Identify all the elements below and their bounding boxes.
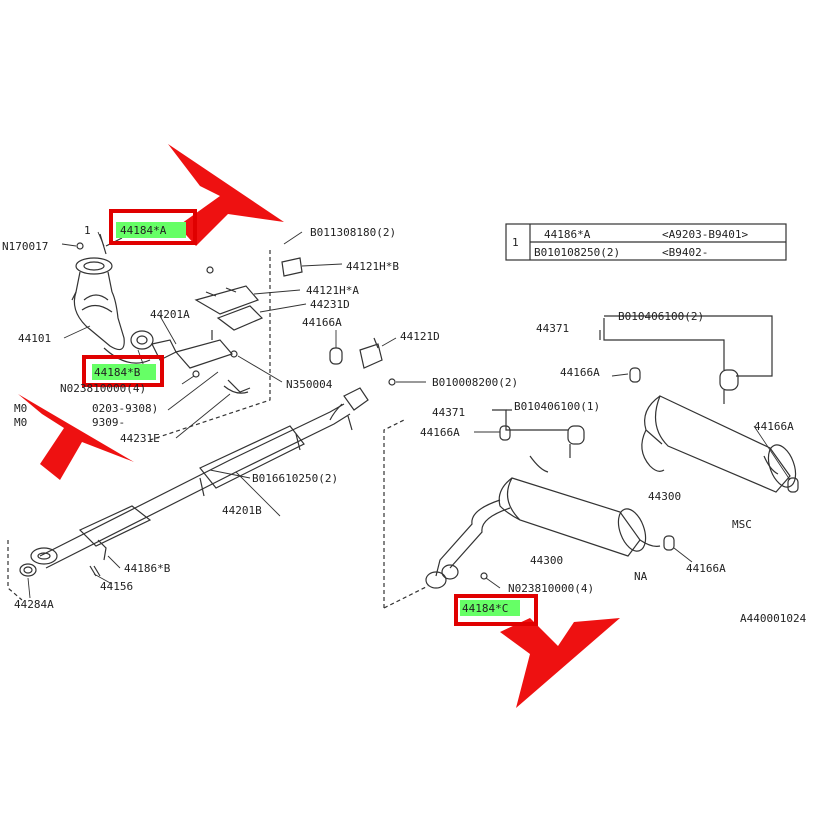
- label-44201b: 44201B: [222, 504, 262, 517]
- table-row1-part: 44186*A: [544, 228, 591, 241]
- figure-id: A440001024: [740, 612, 807, 625]
- red-box-44184c: [454, 594, 538, 626]
- label-44166a-2: 44166A: [560, 366, 600, 379]
- label-m-line2: M0: [14, 416, 27, 429]
- highlight-44184a: [116, 222, 186, 238]
- label-44166a-4: 44166A: [754, 420, 794, 433]
- label-b011308180: B011308180(2): [310, 226, 396, 239]
- label-b010008200: B010008200(2): [432, 376, 518, 389]
- label-44184a: 44184*A: [120, 224, 167, 237]
- label-44166a-3: 44166A: [420, 426, 460, 439]
- part-labels: 44184*A 44184*B 44184*C N170017 44101 44…: [2, 224, 807, 625]
- label-m-line1b: 0203-9308): [92, 402, 158, 415]
- label-44184c: 44184*C: [462, 602, 508, 615]
- label-b010406100-a: B010406100(2): [618, 310, 704, 323]
- highlight-44184b: [92, 364, 156, 380]
- label-44121d: 44121D: [400, 330, 440, 343]
- center-pipe-drawing: [19, 387, 369, 577]
- table-row1-range: <A9203-B9401>: [662, 228, 748, 241]
- table-row2-part: B010108250(2): [534, 246, 620, 259]
- table-row2-range: <B9402-: [662, 246, 708, 259]
- red-box-44184b: [82, 355, 164, 387]
- label-n170017: N170017: [2, 240, 48, 253]
- red-box-44184a: [109, 209, 197, 245]
- highlight-boxes: [82, 209, 538, 626]
- msc-muffler-drawing: [629, 367, 799, 493]
- label-44284a: 44284A: [14, 598, 54, 611]
- label-na: NA: [634, 570, 648, 583]
- index-marker-1: 1: [84, 224, 91, 237]
- highlight-44184c: [460, 600, 520, 616]
- label-44156: 44156: [100, 580, 133, 593]
- na-muffler-drawing: [425, 425, 675, 589]
- dashed-callouts-right: [383, 419, 429, 609]
- label-44300-2: 44300: [530, 554, 563, 567]
- label-m-line1: M0: [14, 402, 27, 415]
- label-msc: MSC: [732, 518, 752, 531]
- label-n350004: N350004: [286, 378, 333, 391]
- label-44201a: 44201A: [150, 308, 190, 321]
- label-44371-1: 44371: [536, 322, 569, 335]
- label-44184b: 44184*B: [94, 366, 141, 379]
- drawing-lines: [7, 223, 799, 609]
- label-44186b: 44186*B: [124, 562, 171, 575]
- label-b016610250: B016610250(2): [252, 472, 338, 485]
- label-44231d: 44231D: [310, 298, 350, 311]
- label-m-line2b: 9309-: [92, 416, 125, 429]
- label-n023810000-b: N023810000(4): [508, 582, 594, 595]
- label-44166a-5: 44166A: [686, 562, 726, 575]
- callout-brackets-right: [492, 315, 773, 431]
- index-table: [505, 223, 787, 261]
- leader-lines: [27, 231, 791, 599]
- hanger-drawings-center: [206, 257, 396, 386]
- arrow-left: [18, 394, 134, 480]
- label-44166a-1: 44166A: [302, 316, 342, 329]
- table-index: 1: [512, 236, 519, 249]
- label-44121h-b: 44121H*B: [346, 260, 399, 273]
- label-44121h-a: 44121H*A: [306, 284, 359, 297]
- label-44300-1: 44300: [648, 490, 681, 503]
- arrow-bottom-right: [500, 618, 620, 708]
- label-44231e: 44231E: [120, 432, 160, 445]
- label-44371-2: 44371: [432, 406, 465, 419]
- dashed-callouts-left: [7, 250, 271, 601]
- label-b010406100-b: B010406100(1): [514, 400, 600, 413]
- label-44101: 44101: [18, 332, 51, 345]
- label-n023810000-a: N023810000(4): [60, 382, 146, 395]
